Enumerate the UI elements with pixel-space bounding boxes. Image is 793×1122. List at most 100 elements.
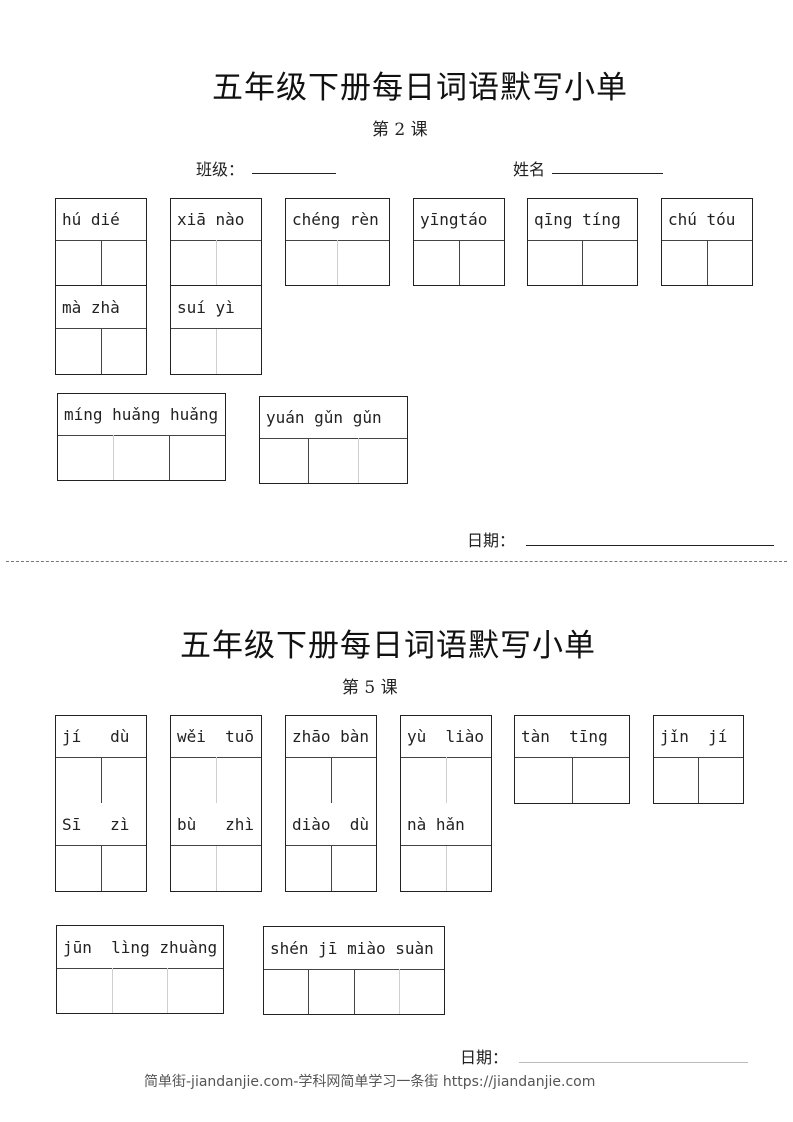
sheet2-date-line[interactable] xyxy=(519,1062,748,1063)
pinyin: nà hǎn xyxy=(401,803,491,846)
char-cell[interactable] xyxy=(215,757,262,803)
word-box: yuán gǔn gǔn xyxy=(259,396,408,484)
word-box: chú tóu xyxy=(661,198,753,286)
pinyin: chú tóu xyxy=(662,199,752,241)
char-cell[interactable] xyxy=(445,846,492,891)
char-cell[interactable] xyxy=(100,846,147,891)
word-box: qīng tíng xyxy=(527,198,638,286)
char-cell[interactable] xyxy=(56,329,101,374)
sheet1-title: 五年级下册每日词语默写小单 xyxy=(212,70,628,106)
word-box: bù zhì xyxy=(170,803,262,892)
char-cell[interactable] xyxy=(414,240,459,285)
pinyin: yuán gǔn gǔn xyxy=(260,397,407,439)
word-box: suí yì xyxy=(170,286,262,375)
char-cell[interactable] xyxy=(56,240,101,285)
char-cell[interactable] xyxy=(100,757,147,803)
char-cell[interactable] xyxy=(100,240,147,285)
pinyin: mà zhà xyxy=(56,286,146,329)
sheet1-date-line[interactable] xyxy=(526,545,774,546)
word-box: jǐn jí xyxy=(653,715,744,804)
char-cell[interactable] xyxy=(662,240,707,285)
word-box: xiā nào xyxy=(170,198,262,286)
char-cell[interactable] xyxy=(401,846,446,891)
char-cell[interactable] xyxy=(113,435,169,480)
char-cell[interactable] xyxy=(357,438,407,483)
word-box: hú dié xyxy=(55,198,147,286)
cut-line-divider xyxy=(6,561,787,562)
char-cell[interactable] xyxy=(353,969,399,1014)
char-cell[interactable] xyxy=(330,846,377,891)
char-cell[interactable] xyxy=(167,968,223,1013)
char-cell[interactable] xyxy=(286,757,331,803)
pinyin: jūn lìng zhuàng xyxy=(57,926,223,969)
pinyin: shén jī miào suàn xyxy=(264,927,444,970)
char-cell[interactable] xyxy=(330,757,377,803)
word-box: jí dù xyxy=(55,715,147,804)
word-box: wěi tuō xyxy=(170,715,262,804)
char-cell[interactable] xyxy=(515,757,572,803)
word-box: Sī zì xyxy=(55,803,147,892)
word-box: yù liào xyxy=(400,715,492,804)
char-cell[interactable] xyxy=(286,846,331,891)
char-cell[interactable] xyxy=(171,757,216,803)
pinyin: bù zhì xyxy=(171,803,261,846)
char-cell[interactable] xyxy=(56,757,101,803)
char-cell[interactable] xyxy=(706,240,753,285)
char-cell[interactable] xyxy=(582,240,637,285)
char-cell[interactable] xyxy=(171,329,216,374)
name-input-line[interactable] xyxy=(552,173,663,174)
char-cell[interactable] xyxy=(215,846,262,891)
char-cell[interactable] xyxy=(698,757,743,803)
pinyin: jǐn jí xyxy=(654,716,743,758)
char-cell[interactable] xyxy=(171,846,216,891)
char-cell[interactable] xyxy=(260,438,308,483)
footer-watermark: 简单街-jiandanjie.com-学科网简单学习一条街 https://ji… xyxy=(144,1074,596,1090)
pinyin: tàn tīng xyxy=(515,716,629,758)
sheet1-date-label: 日期： xyxy=(467,531,516,550)
char-cell[interactable] xyxy=(169,435,225,480)
char-cell[interactable] xyxy=(401,757,446,803)
sheet2-title: 五年级下册每日词语默写小单 xyxy=(180,628,596,664)
char-cell[interactable] xyxy=(56,846,101,891)
char-cell[interactable] xyxy=(458,240,505,285)
char-cell[interactable] xyxy=(215,329,262,374)
char-cell[interactable] xyxy=(111,968,168,1013)
word-box: zhāo bàn xyxy=(285,715,377,804)
char-cell[interactable] xyxy=(57,968,112,1013)
word-box: diào dù xyxy=(285,803,377,892)
char-cell[interactable] xyxy=(171,240,216,285)
pinyin: Sī zì xyxy=(56,803,146,846)
char-cell[interactable] xyxy=(264,969,308,1014)
sheet2-date-label: 日期： xyxy=(460,1048,509,1067)
pinyin: yù liào xyxy=(401,716,491,758)
sheet2-lesson: 第 5 课 xyxy=(342,678,398,698)
char-cell[interactable] xyxy=(308,969,353,1014)
char-cell[interactable] xyxy=(308,438,357,483)
pinyin: suí yì xyxy=(171,286,261,329)
word-box: mà zhà xyxy=(55,286,147,375)
pinyin: xiā nào xyxy=(171,199,261,241)
pinyin: míng huǎng huǎng xyxy=(58,394,225,436)
pinyin: qīng tíng xyxy=(528,199,637,241)
char-cell[interactable] xyxy=(445,757,492,803)
class-input-line[interactable] xyxy=(252,173,336,174)
class-label: 班级： xyxy=(196,160,245,179)
char-cell[interactable] xyxy=(528,240,582,285)
sheet1-lesson: 第 2 课 xyxy=(372,120,428,140)
char-cell[interactable] xyxy=(58,435,113,480)
pinyin: chéng rèn xyxy=(286,199,389,241)
pinyin: diào dù xyxy=(286,803,376,846)
char-cell[interactable] xyxy=(286,240,337,285)
name-label: 姓名 xyxy=(513,160,546,179)
char-cell[interactable] xyxy=(571,757,630,803)
char-cell[interactable] xyxy=(398,969,444,1014)
char-cell[interactable] xyxy=(100,329,147,374)
word-box: chéng rèn xyxy=(285,198,390,286)
word-box: nà hǎn xyxy=(400,803,492,892)
word-box: tàn tīng xyxy=(514,715,630,804)
char-cell[interactable] xyxy=(654,757,698,803)
word-box: míng huǎng huǎng xyxy=(57,393,226,481)
char-cell[interactable] xyxy=(337,240,389,285)
word-box: shén jī miào suàn xyxy=(263,926,445,1015)
char-cell[interactable] xyxy=(215,240,262,285)
